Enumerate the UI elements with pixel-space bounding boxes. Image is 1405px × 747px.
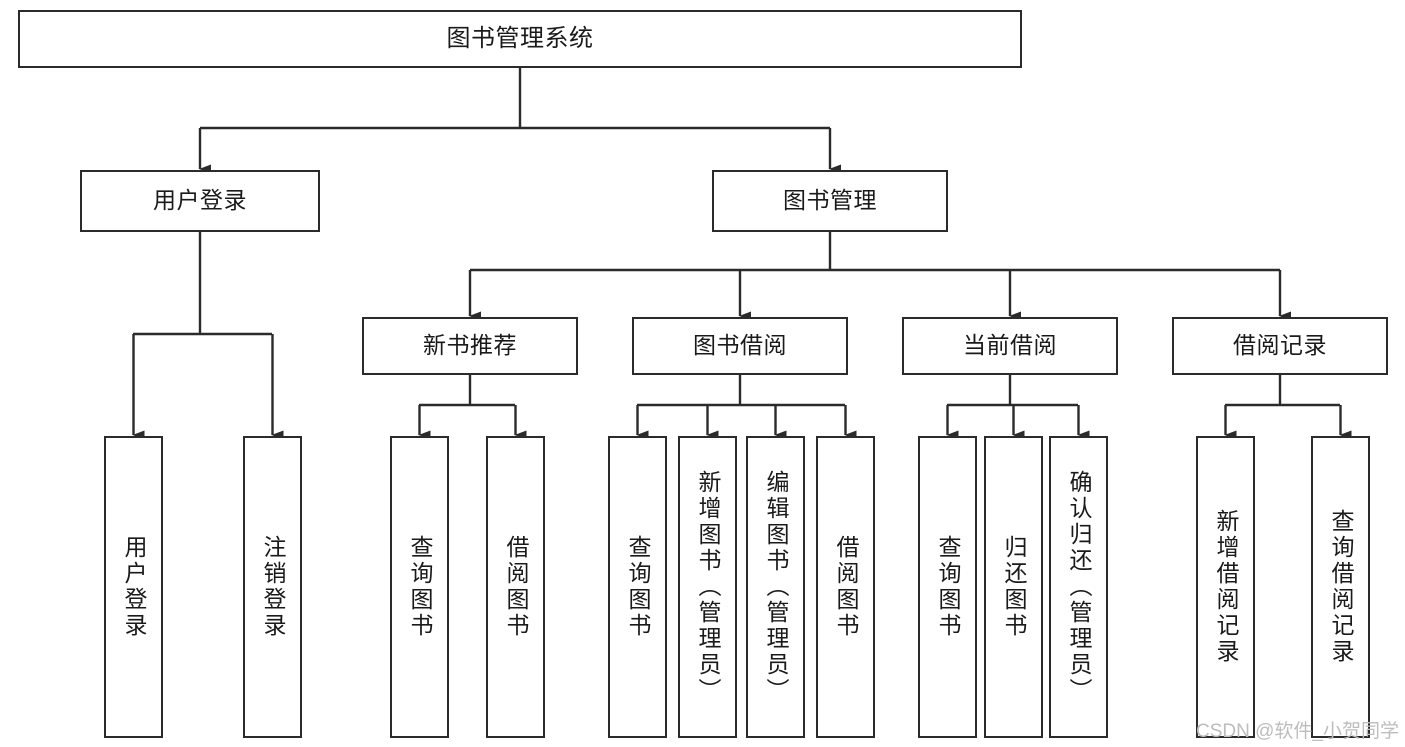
- node-leaf-borrow-book[interactable]: 借阅图书: [816, 436, 875, 738]
- node-leaf-query-book-current[interactable]: 查询图书: [918, 436, 977, 738]
- node-label: 查询图书: [407, 535, 433, 639]
- csdn-watermark: CSDN @软件_小贺同学: [1196, 721, 1399, 742]
- node-leaf-add-book-admin[interactable]: 新增图书（管理员）: [678, 436, 737, 738]
- node-label: 查询图书: [625, 535, 651, 639]
- node-label: 确认归还（管理员）: [1066, 470, 1092, 704]
- node-book-management[interactable]: 图书管理: [712, 170, 948, 232]
- node-new-book-recommend[interactable]: 新书推荐: [362, 317, 578, 375]
- node-root-system[interactable]: 图书管理系统: [18, 10, 1022, 68]
- node-label: 图书管理系统: [446, 24, 594, 52]
- node-leaf-edit-book-admin[interactable]: 编辑图书（管理员）: [746, 436, 805, 738]
- node-borrow-record[interactable]: 借阅记录: [1172, 317, 1388, 375]
- node-leaf-user-login[interactable]: 用户登录: [104, 436, 163, 738]
- node-label: 新增借阅记录: [1213, 509, 1239, 665]
- node-label: 图书借阅: [693, 332, 787, 359]
- node-label: 图书管理: [783, 187, 877, 214]
- node-leaf-query-book-borrow[interactable]: 查询图书: [608, 436, 667, 738]
- node-label: 查询图书: [935, 535, 961, 639]
- node-label: 借阅图书: [833, 535, 859, 639]
- node-label: 借阅图书: [503, 535, 529, 639]
- node-label: 新增图书（管理员）: [695, 470, 721, 704]
- node-label: 借阅记录: [1233, 332, 1327, 359]
- node-leaf-query-book-recommend[interactable]: 查询图书: [390, 436, 449, 738]
- node-leaf-user-logout[interactable]: 注销登录: [243, 436, 302, 738]
- node-label: 注销登录: [260, 535, 286, 639]
- node-book-borrow[interactable]: 图书借阅: [632, 317, 848, 375]
- node-label: 用户登录: [121, 535, 147, 639]
- node-label: 用户登录: [153, 187, 247, 214]
- node-label: 编辑图书（管理员）: [763, 470, 789, 704]
- node-label: 新书推荐: [423, 332, 517, 359]
- node-leaf-confirm-return-admin[interactable]: 确认归还（管理员）: [1049, 436, 1108, 738]
- node-label: 归还图书: [1001, 535, 1027, 639]
- node-user-login[interactable]: 用户登录: [80, 170, 320, 232]
- node-label: 当前借阅: [963, 332, 1057, 359]
- node-leaf-return-book[interactable]: 归还图书: [984, 436, 1043, 738]
- node-label: 查询借阅记录: [1328, 509, 1354, 665]
- node-leaf-add-borrow-record[interactable]: 新增借阅记录: [1196, 436, 1255, 738]
- node-current-borrow[interactable]: 当前借阅: [902, 317, 1118, 375]
- node-leaf-query-borrow-record[interactable]: 查询借阅记录: [1311, 436, 1370, 738]
- node-leaf-borrow-book-recommend[interactable]: 借阅图书: [486, 436, 545, 738]
